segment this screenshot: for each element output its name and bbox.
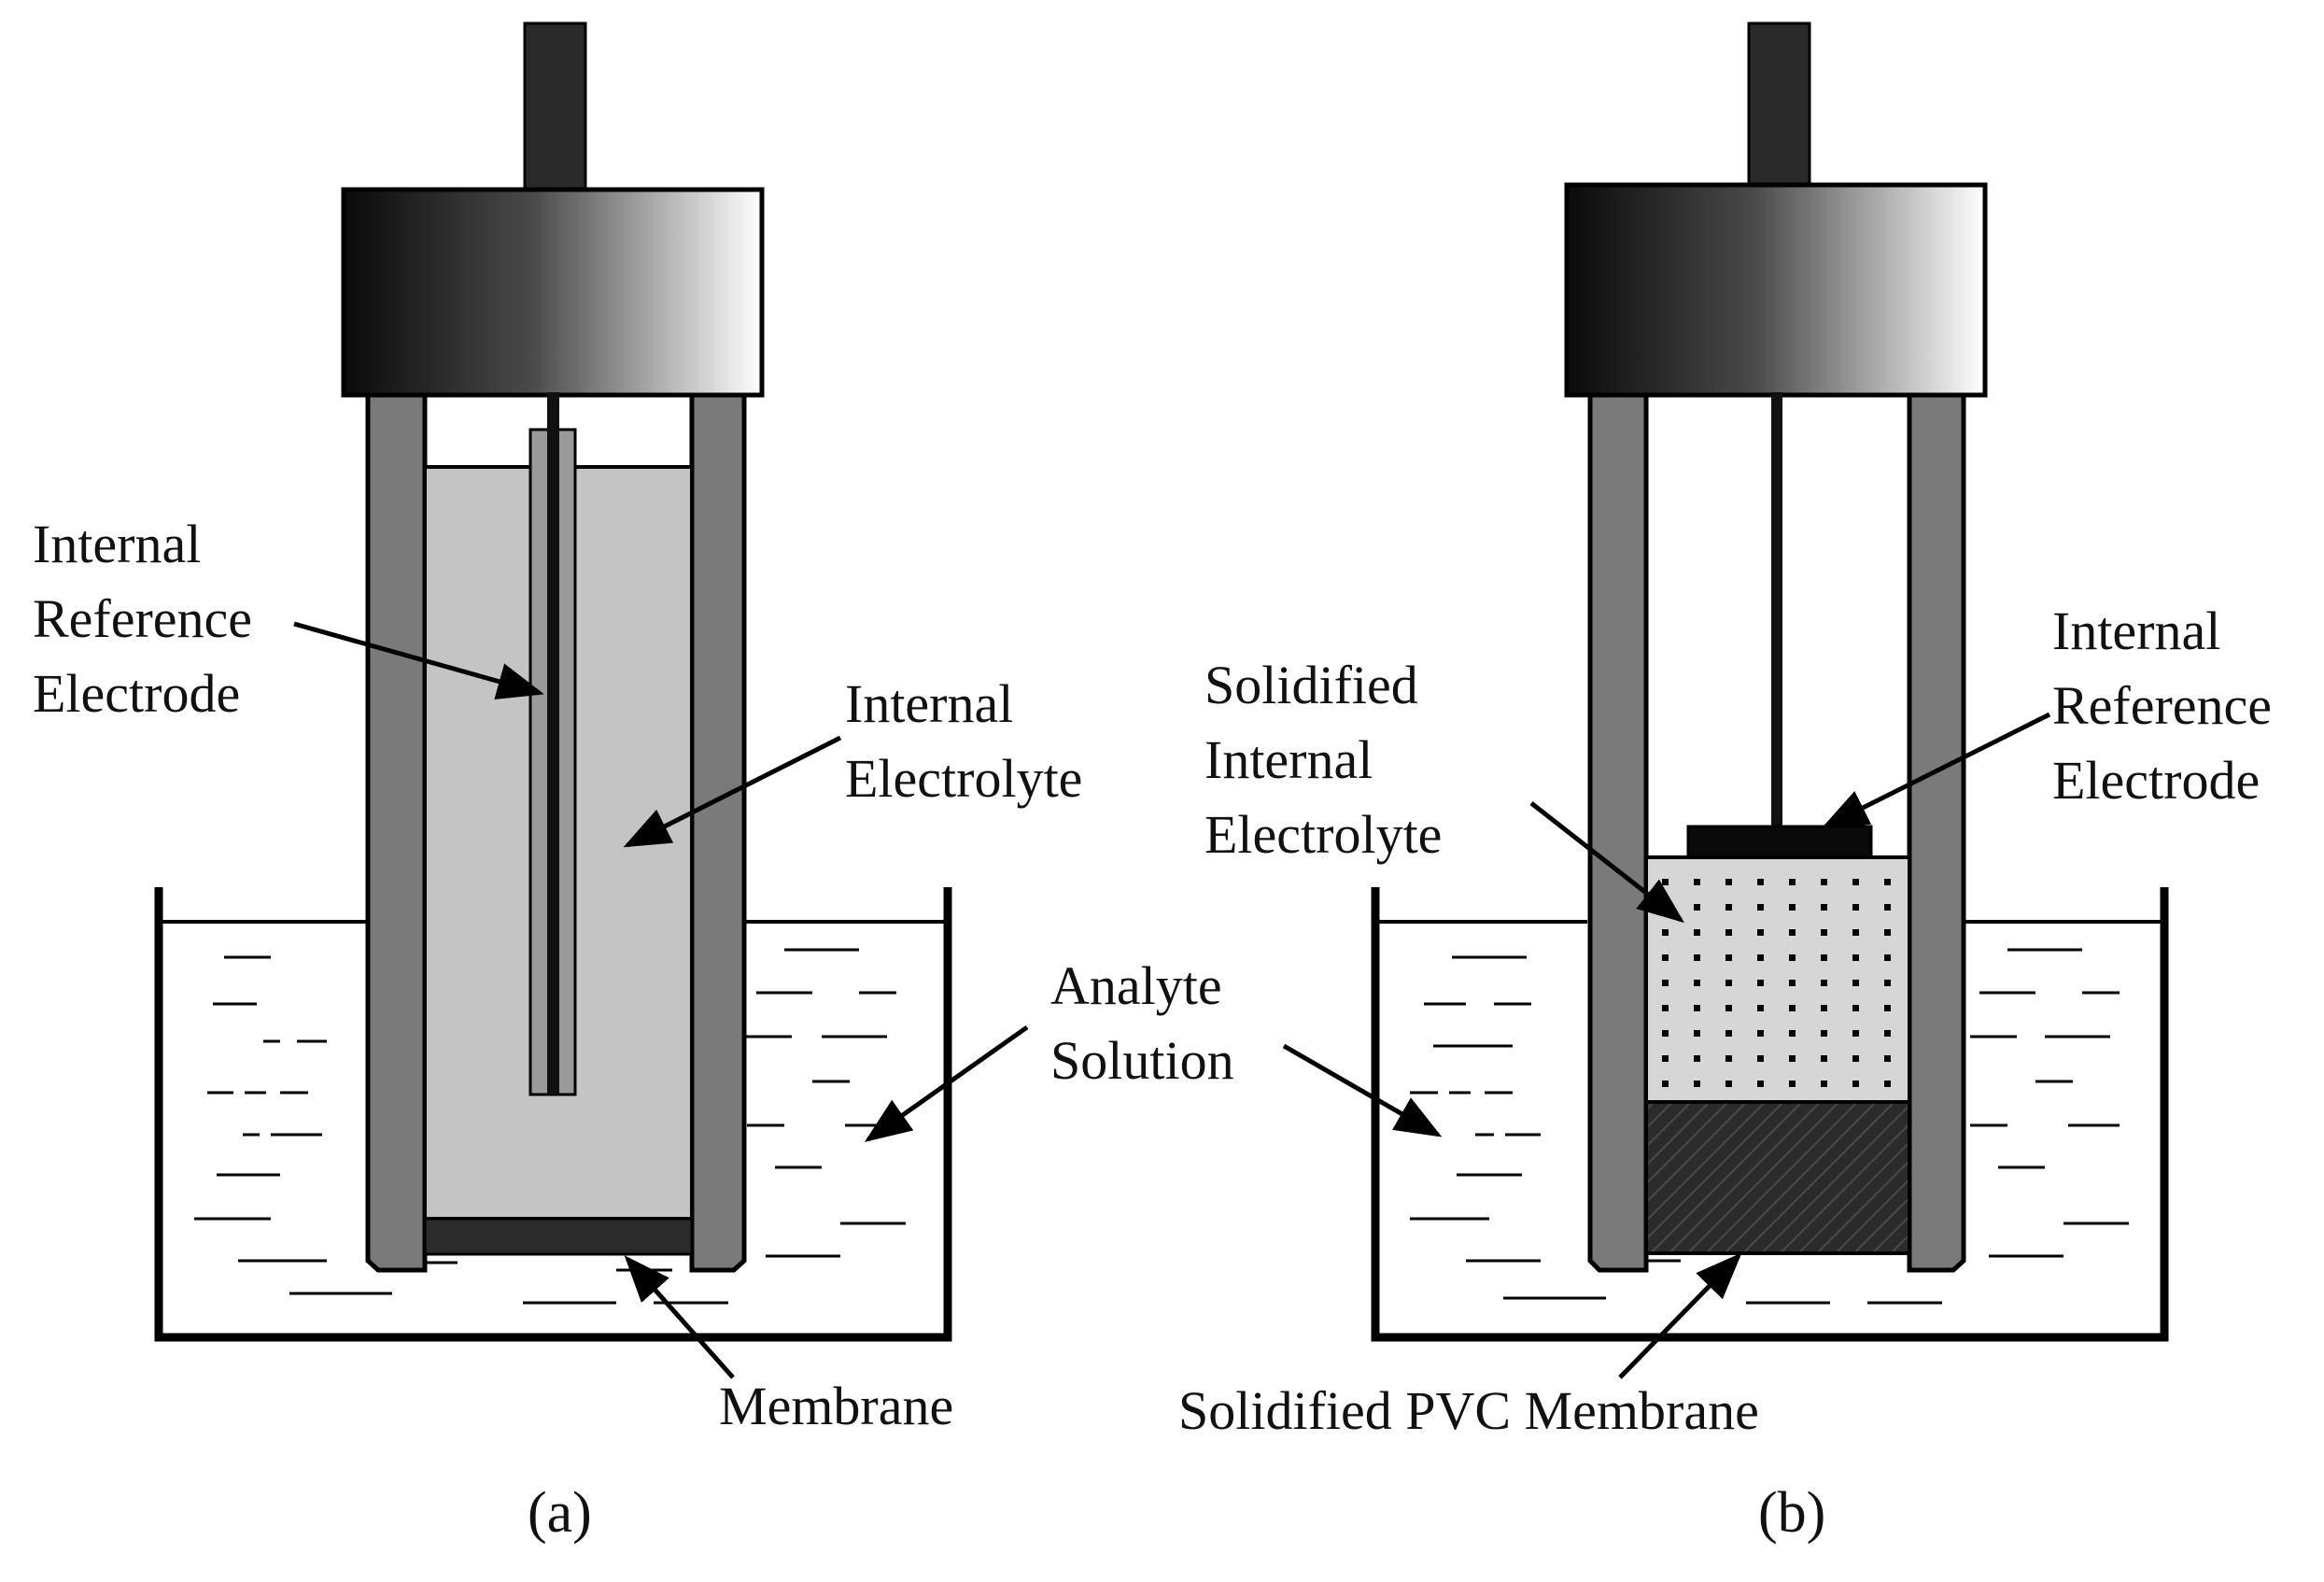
- arrow-internal-electrolyte-a: [623, 735, 842, 848]
- label-internal-electrolyte-a: Internal Electrolyte: [845, 673, 1082, 809]
- arrow-analyte-solution-b: [1282, 1043, 1443, 1137]
- arrow-internal-reference-electrode-a: [293, 621, 544, 700]
- electrode-b: [1564, 21, 1988, 1273]
- label-internal-reference-electrode-b: Internal Reference Electrode: [2052, 600, 2286, 811]
- panel-a: Internal Reference Electrode Internal El…: [33, 21, 1235, 1545]
- label-internal-reference-electrode-a: Internal Reference Electrode: [33, 514, 266, 724]
- caption-a: (a): [528, 1481, 592, 1545]
- analyte-solution-b: [1410, 948, 2129, 1305]
- beaker-a: [154, 887, 952, 1342]
- arrow-analyte-solution-a: [864, 1024, 1029, 1142]
- label-membrane: Membrane: [719, 1376, 953, 1436]
- caption-b: (b): [1758, 1481, 1825, 1545]
- analyte-solution-a: [194, 948, 906, 1305]
- arrow-solidified-internal-electrolyte: [1529, 801, 1684, 924]
- arrow-solidified-pvc-membrane: [1618, 1252, 1742, 1379]
- label-analyte-solution: Analyte Solution: [1050, 955, 1235, 1091]
- label-solidified-pvc-membrane: Solidified PVC Membrane: [1178, 1380, 1759, 1441]
- label-solidified-internal-electrolyte: Solidified Internal Electrolyte: [1204, 655, 1442, 865]
- panel-b: Internal Reference Electrode Solidified …: [1178, 21, 2286, 1545]
- electrode-a: [341, 21, 765, 1273]
- arrow-membrane: [624, 1255, 735, 1379]
- arrow-internal-reference-electrode-b: [1821, 712, 2051, 829]
- solidified-pvc-membrane: [1644, 1100, 1911, 1255]
- beaker-b: [1371, 887, 2169, 1342]
